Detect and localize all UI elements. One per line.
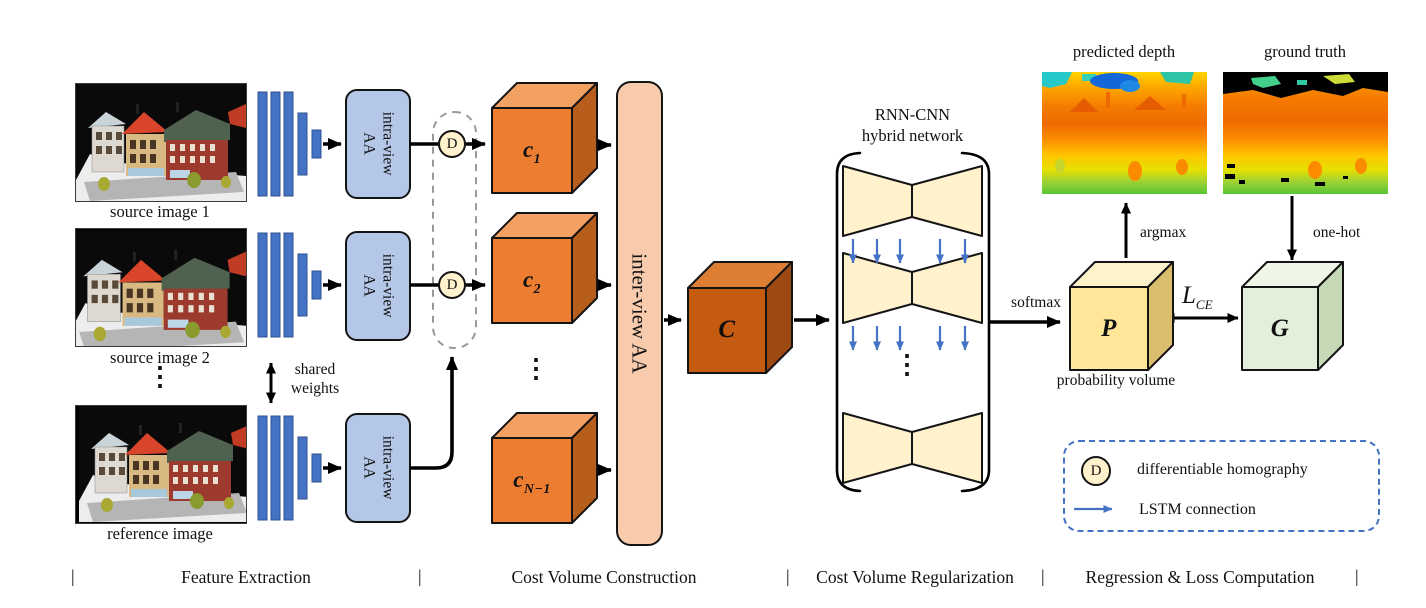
section-separator: | [1041,566,1045,586]
homography-dashed-group [432,111,477,349]
intra-view-aa-3: intra-view AA [346,414,410,522]
intra-view-label: intra-view [379,254,397,318]
section-cost-volume-construction: Cost Volume Construction [511,567,697,587]
softmax-label: softmax [1011,294,1061,311]
rnn-cnn-title: RNN-CNN hybrid network [861,105,964,146]
section-cost-volume-regularization: Cost Volume Regularization [816,567,1014,587]
source-image-1-caption: source image 1 [110,202,210,221]
probability-volume-symbol: P [1101,315,1117,342]
homography-symbol: D [446,135,458,152]
section-separator: | [1355,566,1359,586]
regularization-ellipsis: ⋮ [894,350,920,379]
intra-view-aa-boxes [345,89,411,523]
aa-label: AA [360,274,378,298]
homography-symbol: D [446,276,458,293]
aggregated-volume-label: C [718,316,736,343]
reference-image-caption: reference image [107,524,213,543]
aa-label: AA [360,456,378,480]
hourglass-networks [842,165,983,484]
legend-homography-label: differentiable homography [1137,461,1308,478]
reference-image [75,404,250,524]
feature-pyramid-2 [257,232,322,338]
loss-label: LCE [1182,282,1213,312]
predicted-depth-caption: predicted depth [1072,42,1176,61]
groundtruth-volume-symbol: G [1270,315,1290,342]
section-separator: | [71,566,75,586]
aa-label: AA [360,132,378,156]
inter-view-aa: inter-view AA [617,82,662,545]
feature-pyramid-3 [257,415,322,521]
intra-view-label: intra-view [379,112,397,176]
intra-view-aa-1: intra-view AA [346,90,410,198]
section-regression-loss: Regression & Loss Computation [1085,567,1315,587]
legend-lstm-label: LSTM connection [1139,501,1256,518]
homography-node-2: D [438,271,466,299]
feature-pyramid-1 [257,91,322,197]
predicted-depth-image [1042,72,1207,194]
groundtruth-volume-cube [1241,261,1344,371]
probability-volume-cube [1069,261,1174,371]
ground-truth-caption: ground truth [1263,42,1347,61]
cost-volume-cubes [491,82,598,524]
cost-volume-c1-label: c1 [522,137,542,166]
inter-view-aa-column [616,81,663,546]
intra-view-label: intra-view [379,436,397,500]
shared-weights-label: shared weights [290,361,340,398]
source-image-2 [70,228,247,353]
cost-volume-ellipsis: ⋮ [523,354,549,383]
homography-node-1: D [438,130,466,158]
legend-homography-icon: D [1081,456,1111,486]
section-separator: | [786,566,790,586]
intra-view-aa-2: intra-view AA [346,232,410,340]
lstm-connection-arrows [849,239,1113,513]
aggregated-cost-volume-cube [687,261,793,374]
cost-volume-c2-label: c2 [522,267,542,296]
probability-volume-label: probability volume [1056,372,1176,389]
inter-view-aa-label: inter-view AA [628,253,652,374]
input-ellipsis: ⋮ [147,362,173,391]
section-separator: | [418,566,422,586]
source-image-2-caption: source image 2 [110,348,210,367]
aux-arrows [266,196,1297,404]
cost-volume-cn-label: cN−1 [513,467,551,496]
source-image-1 [75,83,247,202]
brackets [835,151,991,493]
ground-truth-image [1223,72,1388,194]
argmax-label: argmax [1140,224,1187,241]
section-feature-extraction: Feature Extraction [181,567,311,587]
legend-box: D differentiable homography LSTM connect… [1063,440,1380,532]
one-hot-label: one-hot [1313,224,1361,241]
